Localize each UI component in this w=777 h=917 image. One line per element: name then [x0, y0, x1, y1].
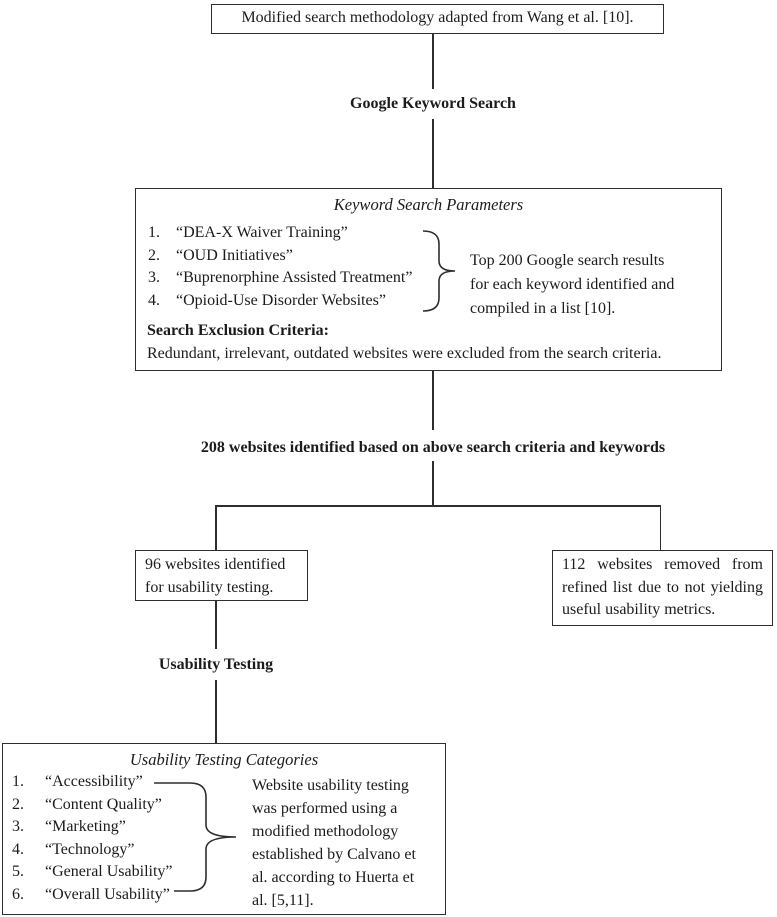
keyword-box-title: Keyword Search Parameters [333, 195, 524, 214]
step-usability-testing: Usability Testing [158, 656, 274, 673]
category-item-text: “Marketing” [45, 818, 126, 835]
category-item-text: “Technology” [45, 840, 135, 858]
keyword-item-number: 1. [148, 224, 160, 241]
keyword-search-parameters-box [135, 188, 722, 371]
connector-line [432, 461, 434, 506]
connector-line [215, 601, 217, 649]
excluded-websites-box: 112 websites removed from refined list d… [552, 550, 773, 626]
keyword-item-number: 4. [148, 291, 160, 309]
connector-line [659, 505, 661, 550]
category-item-number: 4. [12, 840, 24, 858]
keyword-item-text: “DEA-X Waiver Training” [176, 224, 348, 241]
included-websites-box: 96 websites identified for usability tes… [135, 550, 308, 601]
step-results-208: 208 websites identified based on above s… [200, 439, 666, 456]
keyword-item-text: “Opioid-Use Disorder Websites” [176, 291, 386, 309]
source-note-box: Modified search methodology adapted from… [211, 4, 664, 34]
curly-brace-icon [154, 782, 237, 892]
keyword-item-number: 2. [148, 246, 160, 264]
category-item: 3. “Marketing” [12, 816, 126, 838]
category-item-number: 3. [12, 818, 24, 835]
curly-brace-icon [422, 230, 456, 312]
category-item-text: “Accessibility” [45, 773, 143, 790]
connector-line [432, 34, 434, 89]
category-item: 1. “Accessibility” [12, 771, 143, 793]
category-item-number: 5. [12, 863, 24, 880]
category-item: 5. “General Usability” [12, 861, 173, 883]
category-item: 2. “Content Quality” [12, 794, 162, 816]
connector-line [215, 505, 217, 550]
keyword-item: 2. “OUD Initiatives” [148, 245, 293, 267]
category-item-text: “General Usability” [45, 863, 173, 880]
source-note-text: Modified search methodology adapted from… [241, 9, 634, 26]
exclusion-criteria-heading: Search Exclusion Criteria: [147, 322, 329, 339]
category-item-number: 6. [12, 885, 24, 903]
category-item: 4. “Technology” [12, 839, 135, 861]
included-websites-text: 96 websites identified for usability tes… [145, 556, 286, 596]
step-google-keyword-search: Google Keyword Search [350, 95, 516, 112]
excluded-websites-text: 112 websites removed from refined list d… [562, 556, 763, 618]
category-item-text: “Overall Usability” [45, 885, 170, 903]
keyword-brace-note: Top 200 Google search results for each k… [470, 252, 675, 317]
keyword-item: 4. “Opioid-Use Disorder Websites” [148, 290, 386, 312]
categories-brace-note: Website usability testing was performed … [252, 777, 416, 909]
keyword-item: 3. “Buprenorphine Assisted Treatment” [148, 267, 412, 289]
keyword-item: 1. “DEA-X Waiver Training” [148, 222, 348, 244]
exclusion-criteria-text: Redundant, irrelevant, outdated websites… [147, 345, 662, 362]
connector-line [432, 119, 434, 188]
keyword-item-text: “Buprenorphine Assisted Treatment” [176, 269, 413, 286]
category-item-number: 2. [12, 795, 24, 813]
usability-categories-box [2, 743, 446, 915]
connector-line [215, 680, 217, 743]
keyword-item-text: “OUD Initiatives” [176, 246, 293, 264]
connector-line [215, 505, 661, 507]
category-item-text: “Content Quality” [45, 795, 162, 813]
category-item: 6. “Overall Usability” [12, 884, 170, 906]
connector-line [432, 371, 434, 430]
categories-box-title: Usability Testing Categories [129, 750, 319, 769]
keyword-item-number: 3. [148, 269, 160, 286]
category-item-number: 1. [12, 773, 24, 790]
